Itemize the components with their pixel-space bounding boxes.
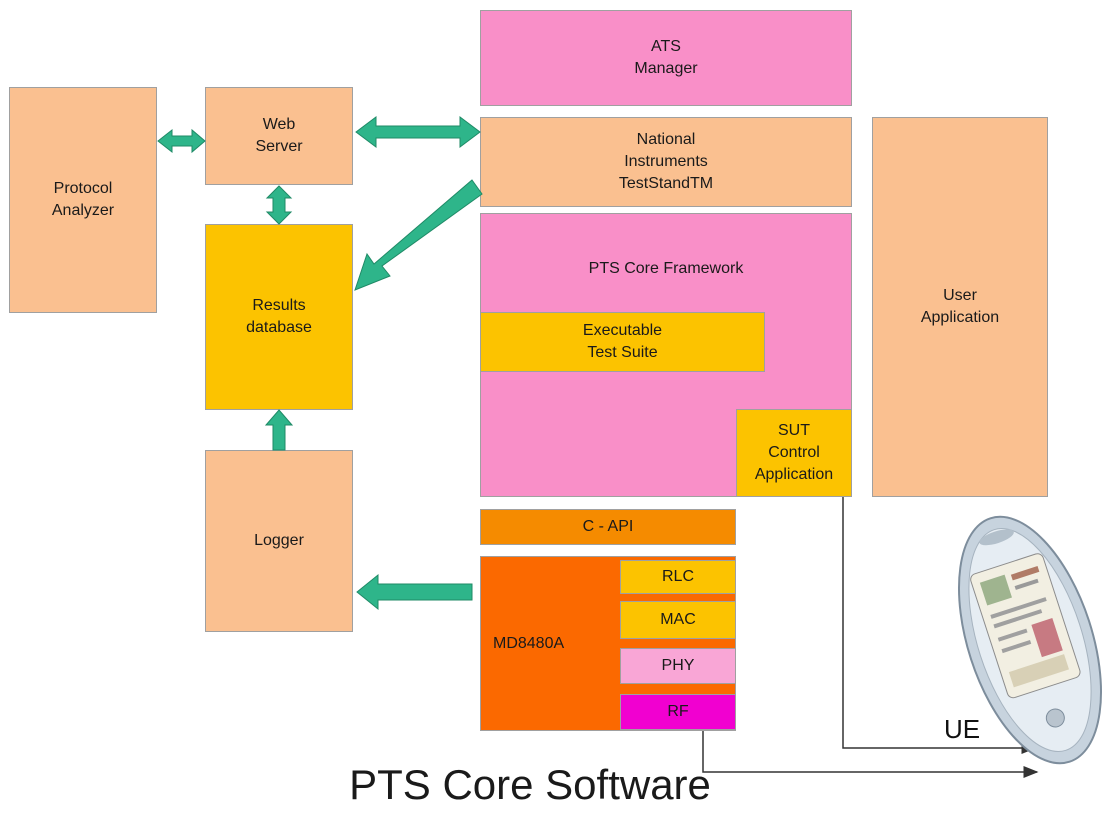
executable-test-suite-box: Executable Test Suite	[480, 312, 765, 372]
ni-teststand-box: National Instruments TestStandTM	[480, 117, 852, 207]
rf-box: RF	[620, 694, 736, 730]
ue-label: UE	[944, 714, 981, 744]
arrow-md8480a-logger	[356, 573, 473, 611]
line-sut-to-ue	[842, 497, 1037, 754]
arrow-teststand-database	[354, 179, 483, 291]
mac-box: MAC	[620, 601, 736, 639]
results-database-box: Results database	[205, 224, 353, 410]
arrow-webserver-database	[265, 185, 293, 225]
ue-phone-image	[957, 515, 1103, 765]
line-rf-to-ue	[702, 731, 1039, 778]
arrow-logger-database	[264, 409, 294, 451]
sut-control-application-box: SUT Control Application	[736, 409, 852, 497]
c-api-box: C - API	[480, 509, 736, 545]
arrow-analyzer-webserver	[157, 128, 206, 154]
user-application-box: User Application	[872, 117, 1048, 497]
web-server-box: Web Server	[205, 87, 353, 185]
diagram-title: PTS Core Software	[349, 761, 711, 808]
rlc-box: RLC	[620, 560, 736, 594]
ats-manager-box: ATS Manager	[480, 10, 852, 106]
protocol-analyzer-box: Protocol Analyzer	[9, 87, 157, 313]
arrow-webserver-teststand	[355, 116, 481, 148]
phy-box: PHY	[620, 648, 736, 684]
logger-box: Logger	[205, 450, 353, 632]
